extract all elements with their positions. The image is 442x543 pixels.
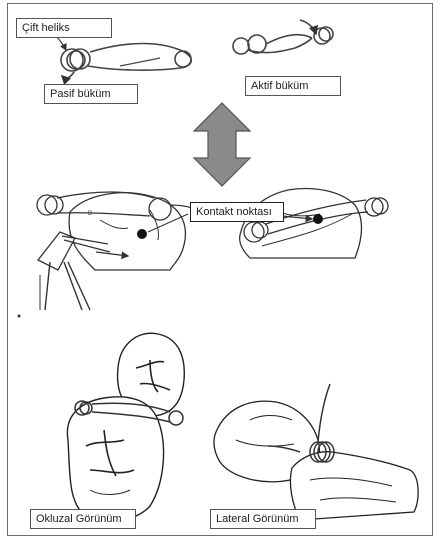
- stray-dot: [18, 315, 21, 318]
- active-bend-wire: [233, 20, 333, 54]
- occlusal-teeth: [67, 333, 184, 521]
- double-arrow: [194, 103, 250, 186]
- contact-right-scene: [240, 189, 388, 258]
- label-double-helix: Çift heliks: [16, 18, 112, 38]
- contact-left-scene: [37, 192, 192, 310]
- label-contact-point: Kontakt noktası: [190, 202, 284, 222]
- label-active-bend: Aktif büküm: [245, 76, 341, 96]
- lateral-teeth: [214, 401, 418, 520]
- tooth-mark-b: B: [88, 211, 92, 217]
- label-passive-bend: Pasif büküm: [44, 84, 138, 104]
- label-occlusal-view: Okluzal Görünüm: [30, 509, 136, 529]
- label-lateral-view: Lateral Görünüm: [210, 509, 316, 529]
- passive-bend-wire: [61, 44, 191, 79]
